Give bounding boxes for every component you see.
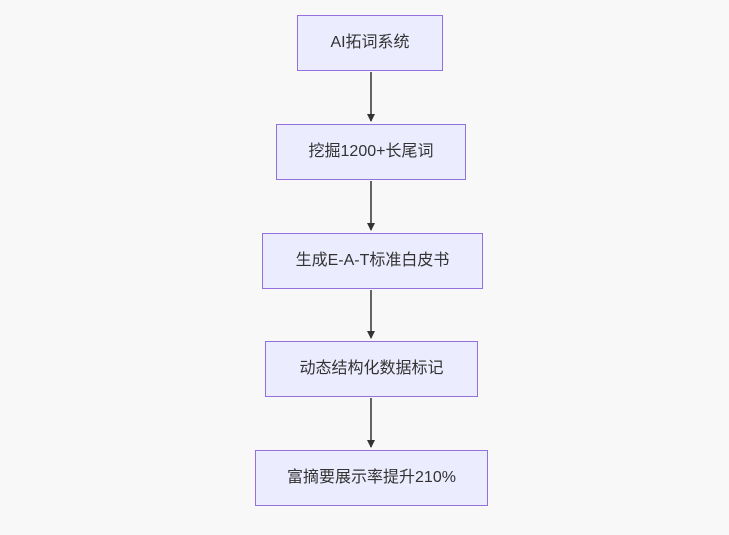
flow-node-generate-eat-whitepaper: 生成E-A-T标准白皮书 bbox=[262, 233, 483, 289]
flow-node-ai-word-expansion-system: AI拓词系统 bbox=[297, 15, 443, 71]
flow-node-label: AI拓词系统 bbox=[330, 34, 410, 51]
flow-node-rich-snippet-rate-increase: 富摘要展示率提升210% bbox=[255, 450, 488, 506]
flow-node-label: 动态结构化数据标记 bbox=[299, 360, 444, 377]
flow-node-label: 挖掘1200+长尾词 bbox=[308, 143, 434, 160]
flow-node-dynamic-structured-data-markup: 动态结构化数据标记 bbox=[265, 341, 478, 397]
flow-node-mine-longtail-keywords: 挖掘1200+长尾词 bbox=[276, 124, 466, 180]
flow-node-label: 生成E-A-T标准白皮书 bbox=[295, 252, 450, 269]
flow-node-label: 富摘要展示率提升210% bbox=[287, 469, 456, 486]
